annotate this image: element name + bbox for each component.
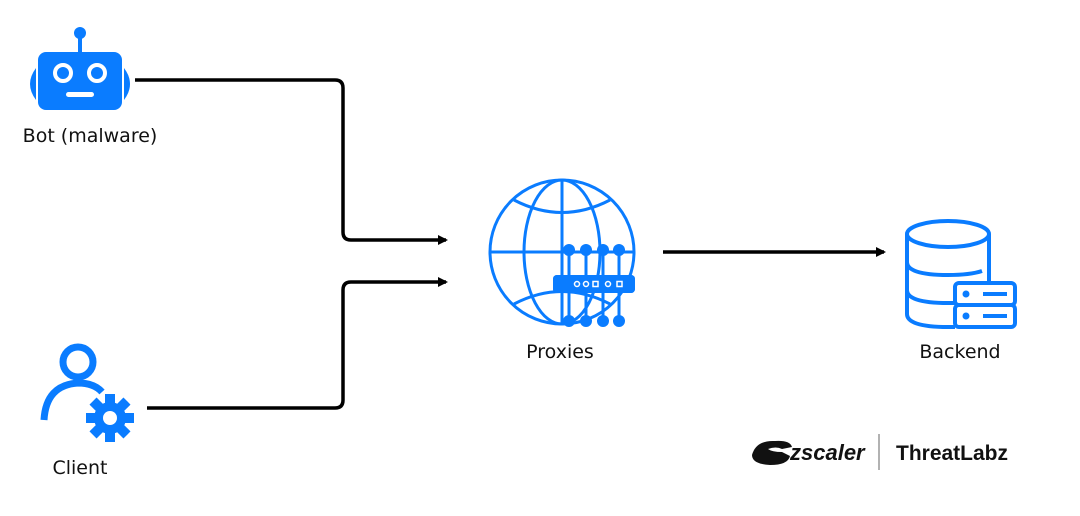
database-server-icon	[905, 219, 1017, 329]
zscaler-wordmark: zscaler	[789, 440, 866, 465]
bot-to-proxies-arrow	[135, 78, 448, 245]
backend-label: Backend	[919, 341, 1000, 363]
proxies-label: Proxies	[526, 341, 594, 363]
client-to-proxies-arrow	[147, 277, 448, 410]
client-label: Client	[52, 457, 107, 479]
globe-router-icon	[488, 178, 636, 327]
user-gear-icon	[40, 343, 134, 442]
bot-label: Bot (malware)	[23, 125, 158, 147]
zscaler-logo: zscaler	[752, 440, 866, 465]
robot-icon	[30, 27, 130, 110]
threatlabz-wordmark: ThreatLabz	[896, 442, 1008, 465]
